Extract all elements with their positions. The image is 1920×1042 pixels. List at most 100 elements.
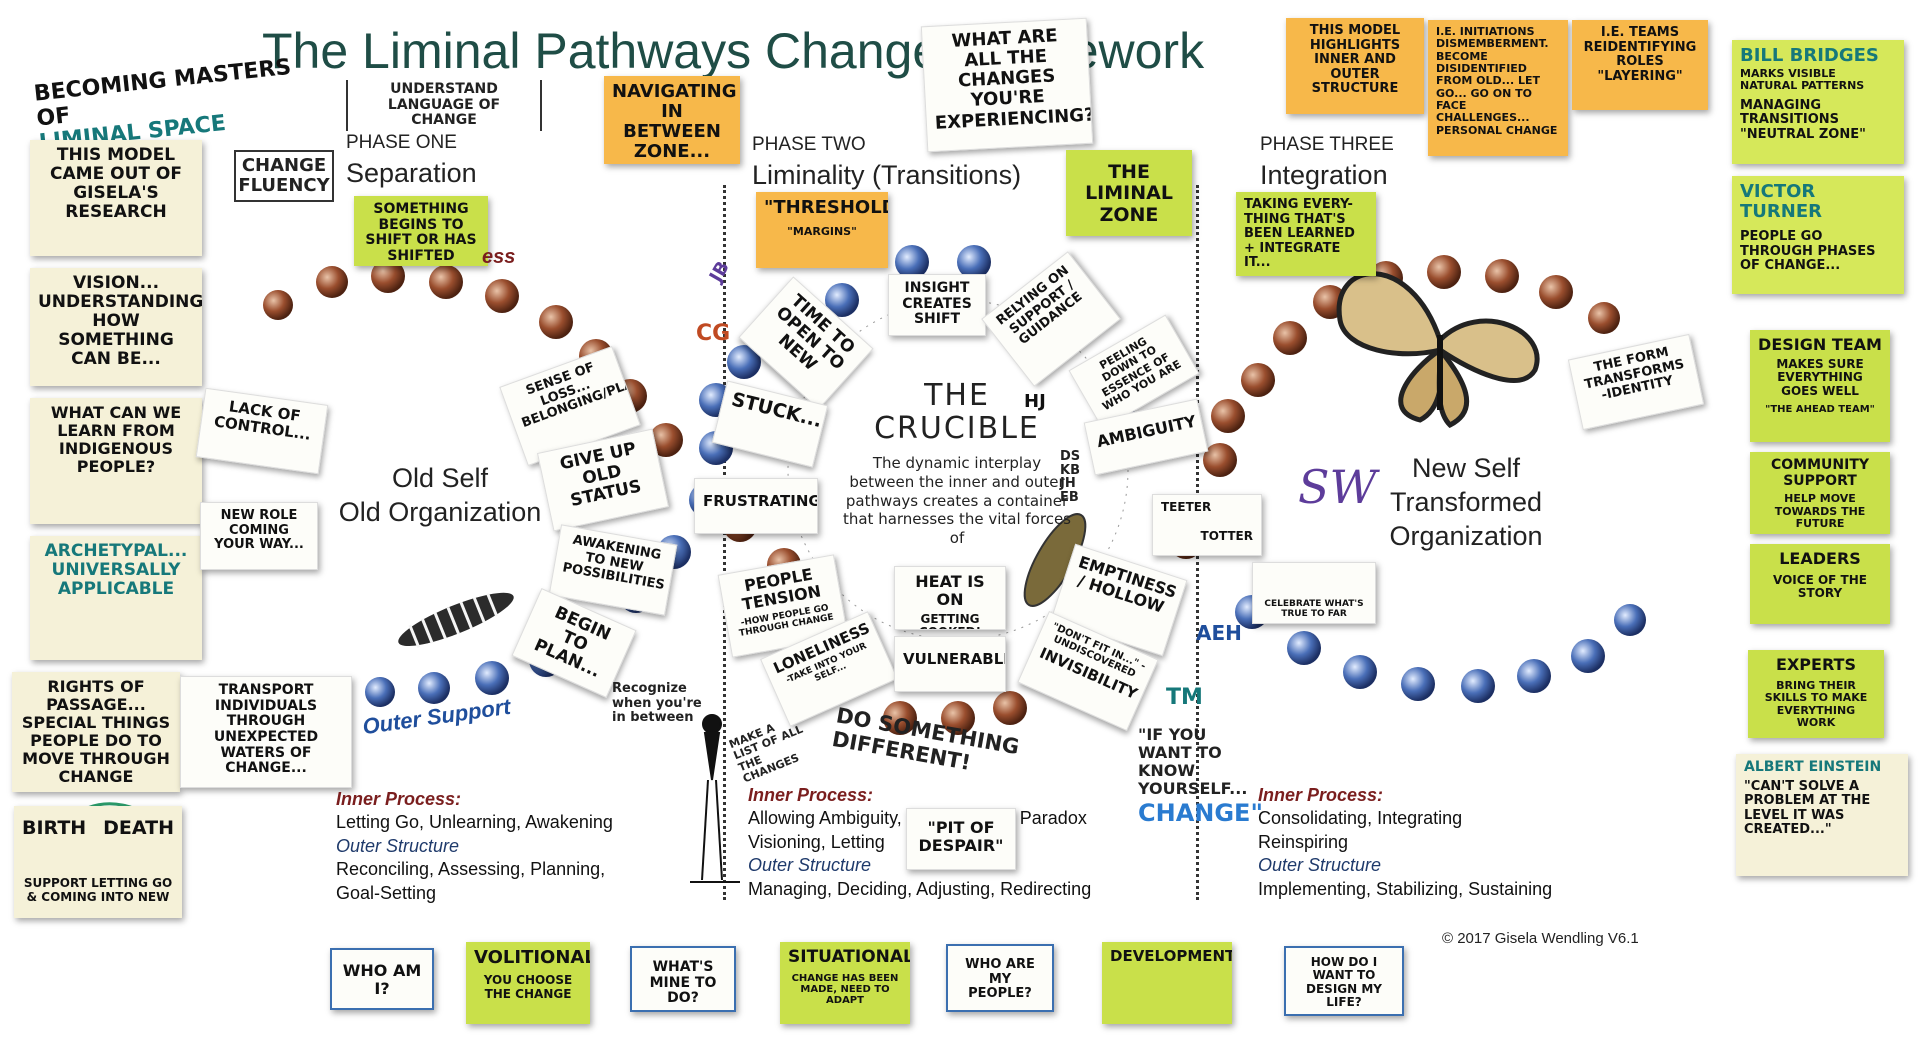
p3-outer-text: Implementing, Stabilizing, Sustaining <box>1258 878 1553 899</box>
note-rights-of-passage: Rights of passage... special things peop… <box>12 672 180 792</box>
transformed: Transformed <box>1389 486 1543 517</box>
old-self-label: Old Self Old Organization <box>320 462 560 530</box>
note-community-support: Community Support Help move towards the … <box>1750 452 1890 534</box>
organization: Organization <box>1389 520 1543 551</box>
old-self: Old Self <box>391 463 489 493</box>
note-vulnerable: Vulnerable <box>894 636 1006 692</box>
bead <box>1427 255 1461 289</box>
bead <box>993 691 1027 725</box>
bead <box>316 266 348 298</box>
bead <box>485 279 519 313</box>
note-leaders: Leaders Voice of the story <box>1750 544 1890 624</box>
p1-inner-heading: Inner Process: <box>336 789 462 809</box>
bridges-name: Bill Bridges <box>1740 45 1879 66</box>
bead <box>365 677 395 707</box>
new-self: New Self <box>1411 453 1521 483</box>
p3-outer-heading: Outer Structure <box>1258 855 1382 876</box>
bead <box>371 259 405 293</box>
bead <box>1571 639 1605 673</box>
bead <box>429 265 463 299</box>
turner-name: Victor Turner <box>1740 181 1822 223</box>
bottom-note-situational: Situational Change has been made, need t… <box>780 942 910 1024</box>
note-taking-everything: Taking every-thing that's been learned +… <box>1236 192 1376 276</box>
note-bill-bridges: Bill Bridges Marks visible natural patte… <box>1732 40 1904 164</box>
note-frustrating: Frustrating <box>694 478 818 534</box>
situational-sub: Change has been made, need to adapt <box>791 973 899 1007</box>
bridges-text2: Managing transitions "neutral zone" <box>1740 97 1866 142</box>
process-phase-three: Inner Process: Consolidating, Integratin… <box>1258 784 1552 901</box>
crucible-description: The dynamic interplay between the inner … <box>842 454 1072 547</box>
initials-group: DS KB JH EB <box>1060 450 1080 505</box>
note-teams: i.e. Teams reidentifying roles "Layering… <box>1572 20 1708 110</box>
note-new-role: New role coming your way... <box>200 502 318 570</box>
bead <box>1539 275 1573 309</box>
bead <box>539 305 573 339</box>
caterpillar-icon <box>398 592 514 648</box>
crucible-center: THE CRUCIBLE The dynamic interplay betwe… <box>840 378 1074 548</box>
p2-inner-heading: Inner Process: <box>748 785 874 805</box>
initials-ds: DS <box>1060 449 1081 464</box>
understand-note: Understand Language of Change <box>346 80 542 132</box>
bead <box>1241 363 1275 397</box>
bead <box>1211 399 1245 433</box>
phase-two-name: Liminality (Transitions) <box>752 160 1022 190</box>
phase-two-label: PHASE TWO <box>752 134 866 155</box>
note-model-origin: This model came out of Gisela's research <box>30 140 202 256</box>
old-organization: Old Organization <box>338 496 542 527</box>
bead <box>1614 604 1646 636</box>
note-heat-is-on: Heat is on Getting cooked! <box>894 566 1006 630</box>
bead <box>1343 655 1377 689</box>
initials-kb: KB <box>1060 462 1080 478</box>
note-model-highlights: This model highlights inner and outer st… <box>1286 18 1424 114</box>
bead <box>1401 667 1435 701</box>
note-threshold: "Threshold" "Margins" <box>756 192 888 268</box>
note-birth-death: Birth Death Support letting go & coming … <box>14 806 182 918</box>
person-figure-icon <box>690 714 740 883</box>
crucible-title-1: THE <box>924 378 990 413</box>
note-indigenous: What can we learn from indigenous people… <box>30 398 202 524</box>
threshold-title: "Threshold" <box>764 197 888 218</box>
p2-outer-text: Managing, Deciding, Adjusting, Redirecti… <box>748 878 1092 899</box>
note-einstein: Albert Einstein "Can't solve a problem a… <box>1736 754 1908 876</box>
p2-outer-heading: Outer Structure <box>748 855 872 876</box>
einstein-text: "Can't solve a problem at the level it w… <box>1744 778 1871 838</box>
einstein-name: Albert Einstein <box>1744 759 1882 775</box>
community-title: Community Support <box>1770 457 1870 489</box>
situational-title: Situational <box>788 947 910 967</box>
phase-one-label: PHASE ONE <box>346 132 457 153</box>
know-change: Change" <box>1138 798 1263 827</box>
bead <box>957 245 991 279</box>
heat-title: Heat is on <box>915 572 985 609</box>
bead <box>825 283 859 317</box>
crucible-title-2: CRUCIBLE <box>874 411 1040 446</box>
p1-outer-text-2: Goal-Setting <box>336 882 437 903</box>
process-phase-one: Inner Process: Letting Go, Unlearning, A… <box>336 788 613 905</box>
copyright: © 2017 Gisela Wendling V6.1 <box>1442 930 1639 947</box>
note-what-changes: What are all the changes you're experien… <box>920 17 1094 153</box>
bottom-note-whats-mine: What's mine to do? <box>630 946 736 1012</box>
note-pit-of-despair: "Pit of despair" <box>906 808 1016 870</box>
p3-inner-heading: Inner Process: <box>1258 785 1384 805</box>
experts-title: Experts <box>1776 655 1856 674</box>
note-archetypal: Archetypal... universally applicable <box>30 536 202 660</box>
phase-one-name: Separation <box>346 158 477 188</box>
bottom-note-volitional: Volitional You choose the change <box>466 942 590 1024</box>
bead <box>649 423 683 457</box>
initials-hj: HJ <box>1024 391 1046 412</box>
death-label: Death <box>103 817 174 839</box>
inner-label-fragment: ess <box>482 246 516 268</box>
note-victor-turner: Victor Turner People go through phases o… <box>1732 176 1904 294</box>
bead <box>895 245 929 279</box>
p2-inner-text-2: Visioning, Letting <box>748 831 885 852</box>
initials-tm: TM <box>1166 685 1203 710</box>
note-insight: Insight creates shift <box>888 274 986 336</box>
bead <box>1485 259 1519 293</box>
note-liminal-zone: The Liminal Zone <box>1066 150 1192 236</box>
teeter-label: Teeter <box>1161 500 1212 514</box>
design-title: Design Team <box>1758 335 1882 354</box>
p1-outer-heading: Outer Structure <box>336 835 460 856</box>
bead <box>883 701 917 735</box>
birth-label: Birth <box>22 817 87 839</box>
leaders-title: Leaders <box>1779 549 1861 568</box>
bottom-note-who-am-i: Who am I? <box>330 948 434 1010</box>
